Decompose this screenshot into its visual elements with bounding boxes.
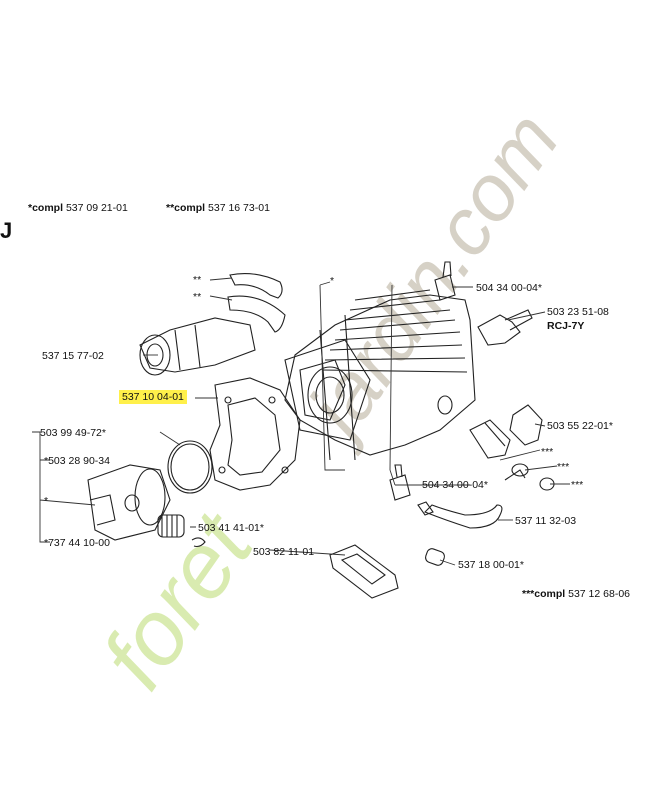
label-503552201: 503 55 22-01* <box>547 420 613 432</box>
label-503289034: *503 28 90-34 <box>44 455 110 467</box>
impulse-hose <box>417 501 503 529</box>
spark-plug <box>477 309 533 346</box>
compl-label-1: *compl 537 09 21-01 <box>28 202 128 214</box>
label-504340004-mid: 504 34 00-04* <box>422 479 488 491</box>
plug <box>425 548 445 566</box>
circlip <box>191 537 206 548</box>
label-piston-star: * <box>44 495 49 507</box>
label-rcj7y: RCJ-7Y <box>547 320 585 332</box>
marker-clamp-2: ** <box>193 291 202 303</box>
decompression-valve <box>469 404 543 459</box>
compl-label-3: ***compl 537 12 68-06 <box>522 588 630 600</box>
intake-manifold <box>139 317 256 376</box>
label-503414101: 503 41 41-01* <box>198 522 264 534</box>
compl-label-2: **compl 537 16 73-01 <box>166 202 270 214</box>
label-537113203: 537 11 32-03 <box>515 515 577 527</box>
marker-triple-2: *** <box>557 461 570 473</box>
label-737441000: *737 44 10-00 <box>44 537 110 549</box>
impulse-nipple-top <box>434 261 456 301</box>
section-letter: J <box>0 218 13 243</box>
marker-clamp-1: ** <box>193 274 202 286</box>
impulse-nipple-mid <box>389 464 411 501</box>
label-504340004-top: 504 34 00-04* <box>476 282 542 294</box>
base-gasket <box>329 544 399 599</box>
marker-cylinder: * <box>330 275 335 287</box>
leader-lines <box>32 277 570 566</box>
label-503235108: 503 23 51-08 <box>547 306 609 318</box>
marker-triple-1: *** <box>541 446 554 458</box>
clamps <box>227 273 286 333</box>
label-503821101: 503 82 11-01 <box>253 546 315 558</box>
gasket <box>209 377 301 491</box>
marker-triple-3: *** <box>571 479 584 491</box>
label-503994972: 503 99 49-72* <box>40 427 106 439</box>
drawing-lines <box>32 261 570 599</box>
label-537180001: 537 18 00-01* <box>458 559 524 571</box>
piston-ring <box>167 440 213 494</box>
label-537157702: 537 15 77-02 <box>42 350 104 362</box>
label-highlight-537100401: 537 10 04-01 <box>119 390 187 404</box>
seal <box>504 469 526 481</box>
cylinder <box>284 289 476 461</box>
piston <box>87 464 171 541</box>
needle-bearing <box>157 514 185 538</box>
